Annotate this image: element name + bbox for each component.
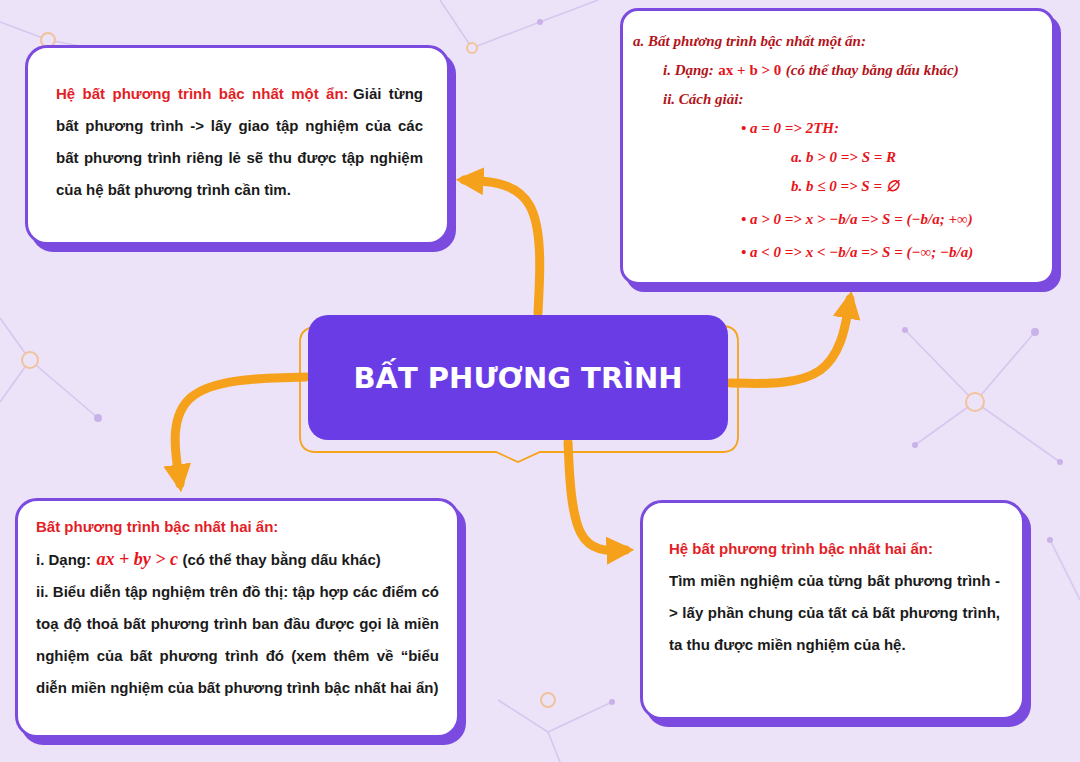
text-line: a. b > 0 => S = R <box>791 143 1038 172</box>
curved-arrow <box>175 377 306 484</box>
method-card: a. Bất phương trình bậc nhất một ẩn: i. D… <box>620 8 1055 285</box>
text-line: a. Bất phương trình bậc nhất một ẩn: <box>633 27 1038 56</box>
hub-title: BẤT PHƯƠNG TRÌNH <box>353 361 682 395</box>
sub-case: b. b ≤ 0 => S = ∅ <box>791 178 899 194</box>
item-note: (có thể thay bằng dấu khác) <box>786 62 959 78</box>
topic-card: Hệ bất phương trình bậc nhất một ẩn:Giải… <box>25 45 450 245</box>
text-line: BẤT PHƯƠNG TRÌNH <box>353 361 682 395</box>
curved-arrow <box>730 299 850 383</box>
item-label: ii. Cách giải: <box>663 91 743 107</box>
sub-case: a. b > 0 => S = R <box>791 149 896 165</box>
section-heading: a. Bất phương trình bậc nhất một ẩn: <box>633 33 866 49</box>
text-line: Tìm miền nghiệm của từng bất phương trìn… <box>669 565 1000 661</box>
text-line: ii. Cách giải: <box>663 85 1038 114</box>
card-heading: Hệ bất phương trình bậc nhất hai ẩn: <box>669 540 933 557</box>
text-line: Hệ bất phương trình bậc nhất một ẩn:Giải… <box>56 78 423 206</box>
card-heading: Bất phương trình bậc nhất hai ẩn: <box>36 518 278 535</box>
text-line: • a = 0 => 2TH: <box>741 114 1038 143</box>
text-line: • a > 0 => x > −b/a => S = (−b/a; +∞) <box>741 205 1038 234</box>
formula: ax + by > c <box>96 549 178 569</box>
topic-card: Hệ bất phương trình bậc nhất hai ẩn: Tìm … <box>640 500 1025 720</box>
item-label: i. Dạng: <box>36 551 91 568</box>
case-bullet: • a = 0 => 2TH: <box>741 120 839 136</box>
text-line: i. Dạng:ax + b > 0 (có thể thay bằng dấu … <box>663 56 1038 85</box>
case-bullet: • a > 0 => x > −b/a => S = (−b/a; +∞) <box>741 211 973 227</box>
central-topic: BẤT PHƯƠNG TRÌNH <box>308 315 728 440</box>
text-line: b. b ≤ 0 => S = ∅ <box>791 172 1038 201</box>
topic-card: Bất phương trình bậc nhất hai ẩn: i. Dạng… <box>15 498 460 738</box>
text-line: ii. Biểu diễn tập nghiệm trên đồ thị: tậ… <box>36 576 439 704</box>
formula: ax + b > 0 <box>718 62 781 78</box>
curved-arrow <box>464 180 540 313</box>
item-note: (có thể thay bằng dấu khác) <box>182 551 380 568</box>
card-body: ii. Biểu diễn tập nghiệm trên đồ thị: tậ… <box>36 583 439 696</box>
text-line: Bất phương trình bậc nhất hai ẩn: <box>36 511 439 543</box>
text-line: i. Dạng: ax + by > c(có thể thay bằng dấu… <box>36 543 439 576</box>
curved-arrow <box>568 442 626 550</box>
item-label: i. Dạng: <box>663 62 714 78</box>
case-bullet: • a < 0 => x < −b/a => S = (−∞; −b/a) <box>741 244 973 260</box>
card-body: Tìm miền nghiệm của từng bất phương trìn… <box>669 572 1000 653</box>
text-line: • a < 0 => x < −b/a => S = (−∞; −b/a) <box>741 238 1038 267</box>
text-line: Hệ bất phương trình bậc nhất hai ẩn: <box>669 533 1000 565</box>
card-heading: Hệ bất phương trình bậc nhất một ẩn: <box>56 85 349 102</box>
